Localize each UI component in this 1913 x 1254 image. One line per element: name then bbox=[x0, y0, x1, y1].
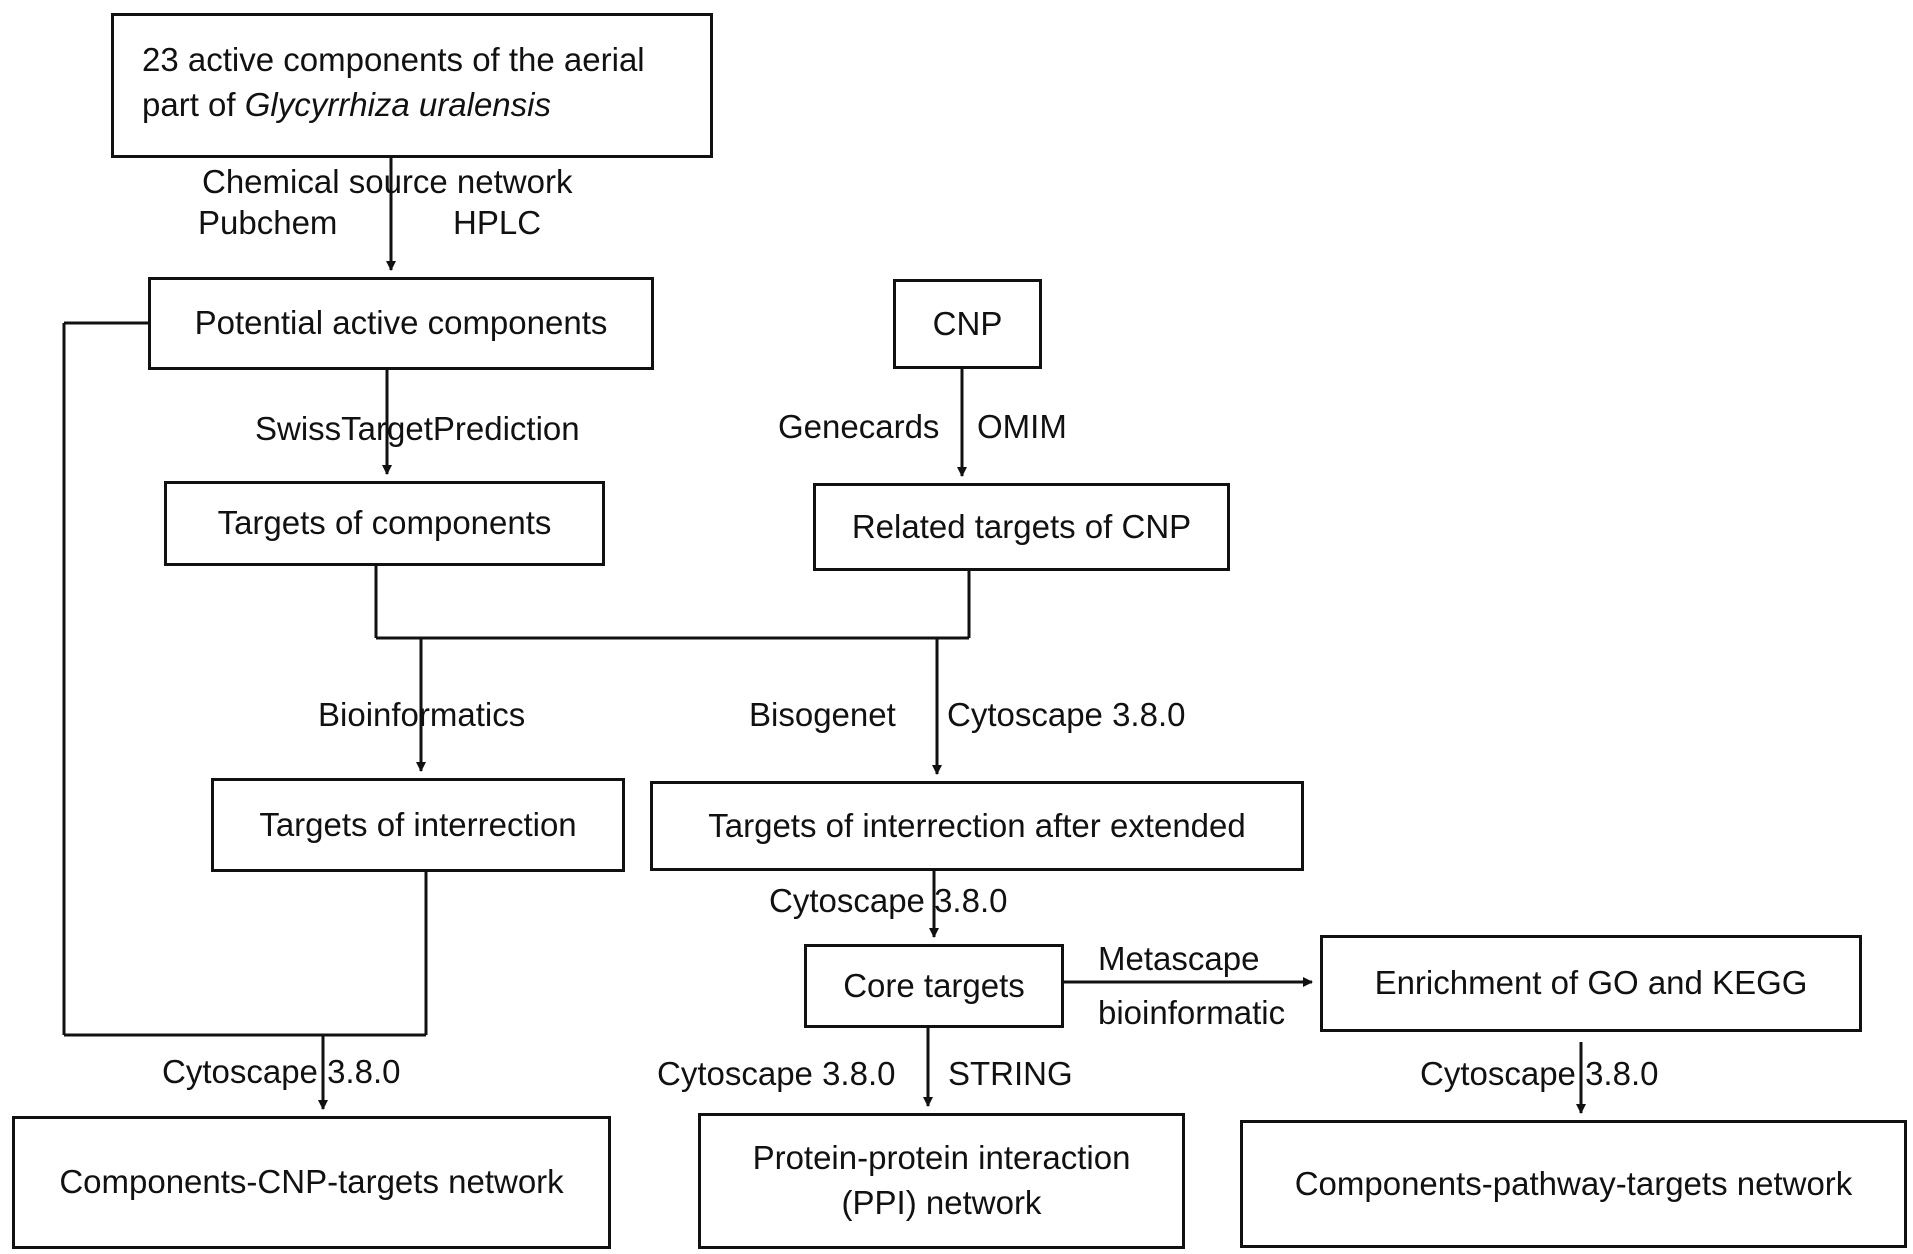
label-cytoscape-core: Cytoscape 3.8.0 bbox=[769, 882, 1008, 919]
species-prefix: part of bbox=[142, 85, 245, 123]
box-cnp-network-label: Components-CNP-targets network bbox=[59, 1163, 564, 1201]
box-related-targets-cnp: Related targets of CNP bbox=[813, 483, 1230, 571]
box-related-targets-label: Related targets of CNP bbox=[851, 507, 1192, 545]
box-enrichment: Enrichment of GO and KEGG bbox=[1320, 935, 1862, 1032]
box-extended-label: Targets of interrection after extended bbox=[708, 806, 1246, 844]
label-swisstarget: SwissTargetPrediction bbox=[255, 410, 580, 447]
box-components-pathway-network: Components-pathway-targets network bbox=[1240, 1120, 1907, 1248]
box-targets-extended: Targets of interrection after extended bbox=[650, 781, 1304, 871]
box-components-cnp-network: Components-CNP-targets network bbox=[12, 1116, 611, 1249]
box-cnp-label: CNP bbox=[932, 304, 1003, 342]
box-potential-label: Potential active components bbox=[194, 304, 608, 342]
box-enrichment-label: Enrichment of GO and KEGG bbox=[1374, 964, 1808, 1002]
label-bisogenet: Bisogenet bbox=[749, 696, 896, 733]
box-targets-components-label: Targets of components bbox=[217, 504, 552, 542]
label-omim: OMIM bbox=[977, 408, 1067, 445]
label-cytoscape-cnp-network: Cytoscape 3.8.0 bbox=[162, 1053, 401, 1090]
box-targets-of-components: Targets of components bbox=[164, 481, 605, 566]
box-core-label: Core targets bbox=[843, 966, 1025, 1004]
box-active-components-line2: part of Glycyrrhiza uralensis bbox=[142, 83, 682, 128]
box-ppi-line2: (PPI) network bbox=[841, 1184, 1042, 1221]
species-name: Glycyrrhiza uralensis bbox=[244, 85, 551, 123]
box-cnp: CNP bbox=[893, 279, 1042, 369]
box-potential-active-components: Potential active components bbox=[148, 277, 654, 370]
label-cytoscape-pathway: Cytoscape 3.8.0 bbox=[1420, 1055, 1659, 1092]
label-hplc: HPLC bbox=[453, 204, 542, 241]
box-active-components-line1: 23 active components of the aerial bbox=[142, 41, 645, 78]
label-cytoscape-ppi: Cytoscape 3.8.0 bbox=[657, 1055, 896, 1092]
label-pubchem: Pubchem bbox=[198, 204, 338, 241]
label-chemical-source: Chemical source network bbox=[202, 163, 573, 200]
label-metascape: Metascape bbox=[1098, 940, 1260, 977]
box-pathway-network-label: Components-pathway-targets network bbox=[1294, 1164, 1853, 1202]
label-bioinformatics: Bioinformatics bbox=[318, 696, 526, 733]
label-bioinformatic: bioinformatic bbox=[1098, 994, 1286, 1031]
box-ppi-line1: Protein-protein interaction bbox=[752, 1139, 1131, 1177]
label-genecards: Genecards bbox=[778, 408, 940, 445]
label-cytoscape-extended: Cytoscape 3.8.0 bbox=[947, 696, 1186, 733]
box-core-targets: Core targets bbox=[804, 944, 1064, 1028]
box-active-components: 23 active components of the aerial part … bbox=[111, 13, 713, 158]
box-interaction-label: Targets of interrection bbox=[259, 805, 577, 843]
label-string: STRING bbox=[948, 1055, 1073, 1092]
box-ppi-network: Protein-protein interaction (PPI) networ… bbox=[698, 1113, 1185, 1249]
box-targets-of-interaction: Targets of interrection bbox=[211, 778, 625, 872]
